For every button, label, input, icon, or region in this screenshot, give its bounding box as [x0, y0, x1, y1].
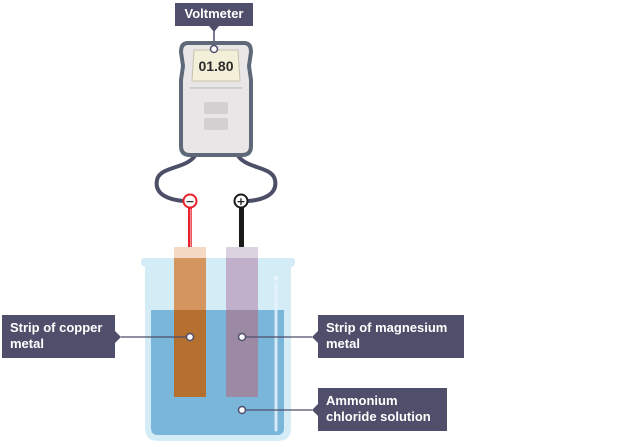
- beaker: [141, 258, 295, 441]
- magnesium-pointer-dot: [237, 332, 247, 342]
- voltmeter: [178, 41, 254, 157]
- solution-pointer-dot: [237, 405, 247, 415]
- magnesium-strip-dry: [226, 258, 258, 310]
- voltmeter-button-top: [204, 102, 228, 114]
- magnesium-label-line-2: metal: [326, 336, 360, 351]
- magnesium-strip: [226, 247, 258, 397]
- magnesium-strip-top: [226, 247, 258, 258]
- copper-strip-dry: [174, 258, 206, 310]
- voltmeter-button-bottom: [204, 118, 228, 130]
- voltmeter-label-text: Voltmeter: [184, 6, 244, 21]
- copper-strip-top: [174, 247, 206, 258]
- voltmeter-pointer-arrow: [209, 26, 219, 32]
- copper-strip: [174, 247, 206, 397]
- copper-strip-submerged: [174, 310, 206, 397]
- copper-label: Strip of copper metal: [2, 315, 115, 358]
- negative-terminal: −: [182, 193, 198, 209]
- voltmeter-label: Voltmeter: [175, 3, 253, 26]
- minus-icon: −: [185, 195, 194, 208]
- plus-icon: +: [236, 195, 245, 208]
- positive-wire: [239, 207, 244, 247]
- positive-cable: [234, 150, 278, 203]
- solution-label-line-1: Ammonium: [326, 393, 398, 408]
- solution-pointer-arrow: [312, 404, 318, 416]
- negative-terminal-ring: [182, 193, 198, 209]
- magnesium-label-line-1: Strip of magnesium: [326, 320, 448, 335]
- magnesium-label: Strip of magnesium metal: [318, 315, 464, 358]
- copper-pointer-dot: [185, 332, 195, 342]
- positive-terminal-ring: [233, 193, 249, 209]
- positive-terminal: +: [233, 193, 249, 209]
- voltmeter-pointer-dot: [209, 44, 219, 54]
- copper-label-line-1: Strip of copper: [10, 320, 103, 335]
- negative-wire-highlight: [190, 209, 192, 247]
- magnesium-strip-submerged: [226, 310, 258, 397]
- copper-pointer-arrow: [115, 331, 121, 343]
- solution-label-line-2: chloride solution: [326, 409, 431, 424]
- voltmeter-screen: [191, 49, 241, 82]
- beaker-highlight-dot: [273, 275, 279, 281]
- solution: [151, 310, 284, 435]
- voltmeter-reading: 01.80: [198, 58, 234, 74]
- negative-cable: [154, 150, 199, 203]
- magnesium-pointer-arrow: [312, 331, 318, 343]
- solution-label: Ammonium chloride solution: [318, 388, 447, 431]
- copper-label-line-2: metal: [10, 336, 44, 351]
